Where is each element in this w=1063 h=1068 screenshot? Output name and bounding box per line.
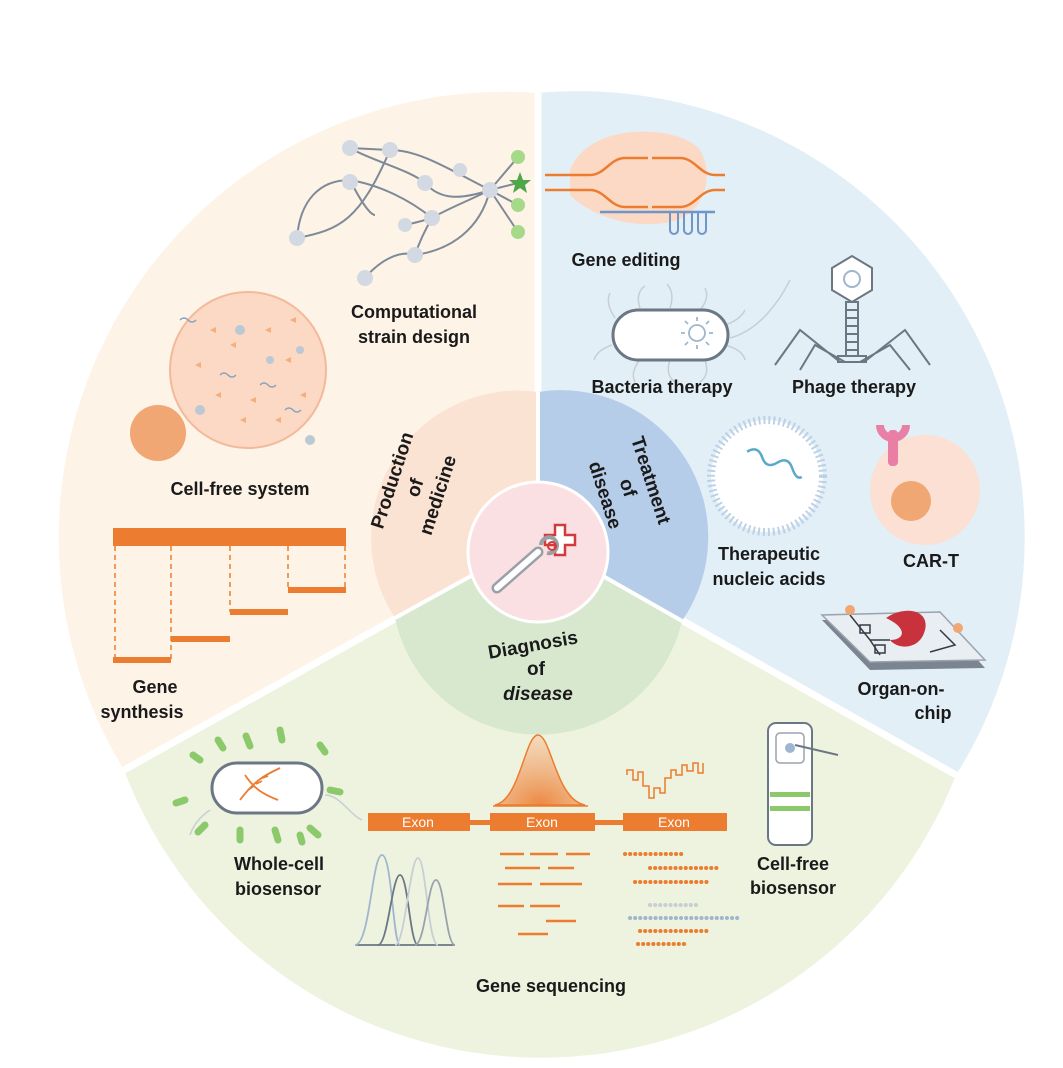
- therapeutic-label-line1: Therapeutic: [718, 544, 820, 564]
- gene-synthesis-label-line2: synthesis: [100, 702, 183, 722]
- diagnosis-hub-line3: disease: [503, 684, 573, 705]
- exon-label-1: Exon: [402, 814, 434, 830]
- phage-therapy-label: Phage therapy: [792, 377, 916, 397]
- computational-label-line1: Computational: [351, 302, 477, 322]
- expression-peak-icon: [494, 734, 586, 806]
- treatment-ring: [538, 390, 709, 621]
- therapeutic-nucleic-acids-icon: [707, 416, 827, 536]
- cell-free-biosensor-icon: [767, 722, 839, 846]
- cell-free-system-label: Cell-free system: [170, 479, 309, 499]
- whole-cell-label-line1: Whole-cell: [234, 854, 324, 874]
- organ-on-chip-label-line1: Organ-on-: [858, 679, 945, 699]
- car-t-label: CAR-T: [903, 551, 959, 571]
- diagnosis-ring: [395, 539, 682, 735]
- chromatogram-icon: [354, 854, 456, 946]
- organ-on-chip-icon: [820, 605, 987, 670]
- sequencing-reads: [498, 852, 590, 936]
- cell-free-biosensor-label-line1: Cell-free: [757, 854, 829, 874]
- gene-editing-label: Gene editing: [571, 250, 680, 270]
- bacteria-therapy-label: Bacteria therapy: [591, 377, 732, 397]
- cell-free-biosensor-label-line2: biosensor: [750, 878, 836, 898]
- gene-synthesis-icon: [113, 528, 346, 663]
- cell-free-system-icon: [130, 291, 327, 461]
- strain-design-nodes: [289, 140, 498, 286]
- organ-on-chip-label-line2: chip: [914, 703, 951, 723]
- diagnosis-hub-line2: of: [527, 659, 546, 680]
- bacteria-therapy-icon: [593, 279, 791, 383]
- exon-bar: Exon Exon Exon: [368, 813, 727, 831]
- computational-label-line2: strain design: [358, 327, 470, 347]
- signal-trace-icon: [626, 762, 704, 799]
- gene-editing-icon: [545, 131, 725, 235]
- gene-synthesis-label-line1: Gene: [132, 677, 177, 697]
- exon-label-2: Exon: [526, 814, 558, 830]
- sequencing-dots: [623, 852, 740, 946]
- therapeutic-label-line2: nucleic acids: [712, 569, 825, 589]
- star-icon: [509, 172, 531, 193]
- wrench-cross-icon: [491, 523, 577, 594]
- gene-sequencing-label: Gene sequencing: [476, 976, 626, 996]
- whole-cell-label-line2: biosensor: [235, 879, 321, 899]
- car-t-icon: [870, 424, 980, 545]
- strain-design-outputs: [511, 150, 525, 239]
- phage-therapy-icon: [774, 254, 931, 371]
- whole-cell-biosensor-icon: [172, 726, 363, 846]
- exon-label-3: Exon: [658, 814, 690, 830]
